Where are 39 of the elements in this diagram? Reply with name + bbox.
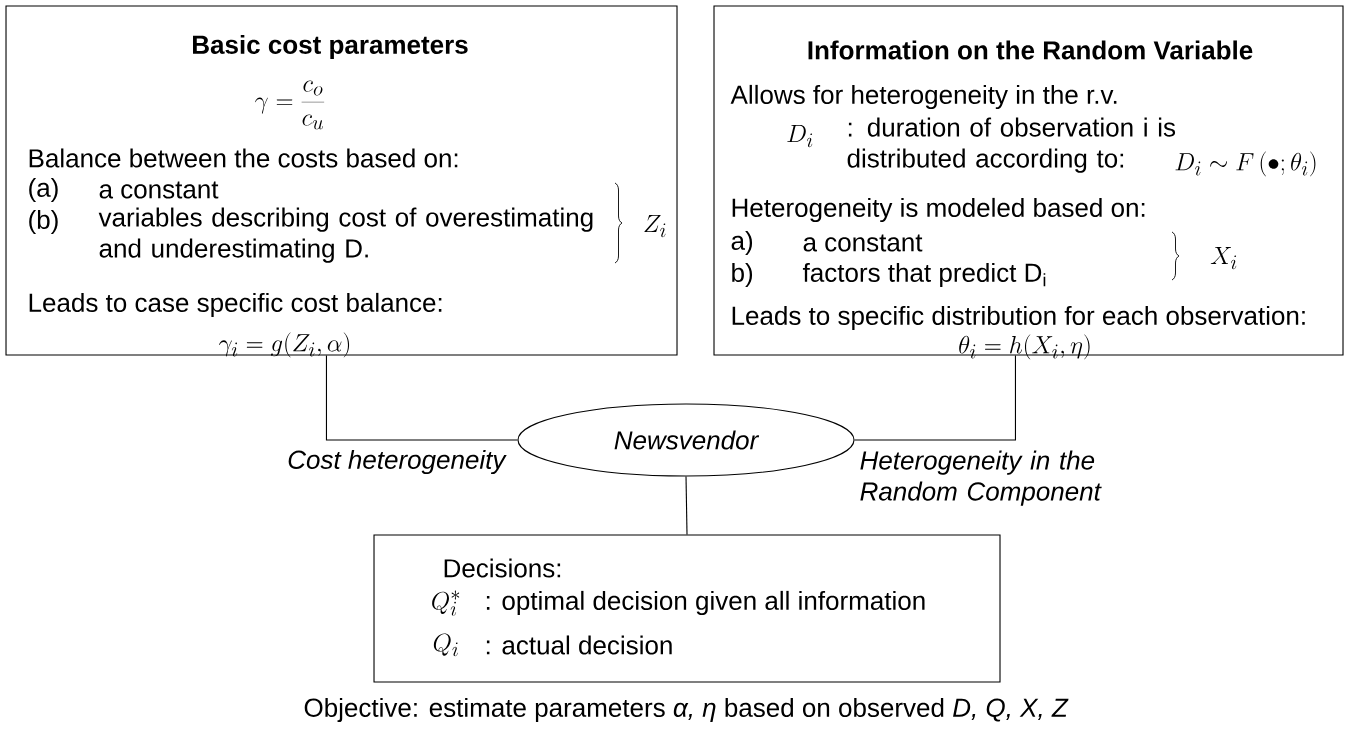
heading: Basic cost parameters — [193, 34, 468, 60]
connector — [854, 355, 1016, 441]
list-marker: (b) — [29, 209, 58, 235]
body-text: Leads to specific distribution for each observation: — [732, 305, 1305, 331]
body-text: Allows for heterogeneity in the r.v. — [730, 84, 1117, 110]
formula: $\theta_i = h(X_i, \eta)$ — [959, 334, 1090, 360]
formula: $Q_i$ — [433, 633, 458, 657]
body-text: Heterogeneity is modeled based on: — [732, 197, 1145, 223]
connector — [685, 476, 688, 535]
body-text: : optimal decision given all information — [486, 590, 925, 616]
list-marker: a) — [731, 230, 753, 256]
node-label: Newsvendor — [614, 430, 760, 450]
formula: $D_i \sim F\left(\bullet;\theta_i\right)$ — [1175, 151, 1316, 177]
body-text: : actual decision — [486, 635, 672, 655]
ellipse-node — [517, 403, 855, 477]
panel-box — [5, 5, 678, 358]
list-item: a constant — [803, 234, 923, 252]
heading: Information on the Random Variable — [808, 40, 1253, 60]
formula: $Q_i^*$ — [432, 590, 460, 616]
formula: $Z_i$ — [644, 215, 666, 238]
body-text: Leads to case specific cost balance: — [29, 292, 442, 318]
list-item: factors that predict D$_{i}$ — [802, 262, 1046, 288]
list-item: a constant — [99, 181, 219, 199]
decision-box — [373, 534, 1001, 683]
panel-box — [713, 5, 1344, 360]
formula: $D_i$ — [787, 125, 813, 148]
list-marker: b) — [732, 262, 753, 288]
edge-label: Cost heterogeneity — [286, 448, 507, 476]
connector — [325, 355, 518, 441]
list-marker: (a) — [29, 177, 58, 203]
list-item: variables describing cost of overestimating and underestimating D. — [98, 207, 593, 263]
formula: $\gamma = \frac{c_o}{c_u}$ — [255, 80, 325, 130]
formula: $\gamma_i = g(Z_i, \alpha)$ — [219, 332, 350, 358]
body-text: Balance between the costs based on: — [29, 148, 458, 168]
caption: Objective: estimate parameters α, η based on observed D, Q, X, Z — [304, 697, 1069, 723]
heading: Decisions: — [444, 558, 561, 578]
formula: $X_i$ — [1210, 247, 1237, 270]
edge-label: Heterogeneity in the Random Component — [858, 449, 1111, 507]
body-text: : duration of observation i is distributed according to: — [847, 117, 1176, 173]
